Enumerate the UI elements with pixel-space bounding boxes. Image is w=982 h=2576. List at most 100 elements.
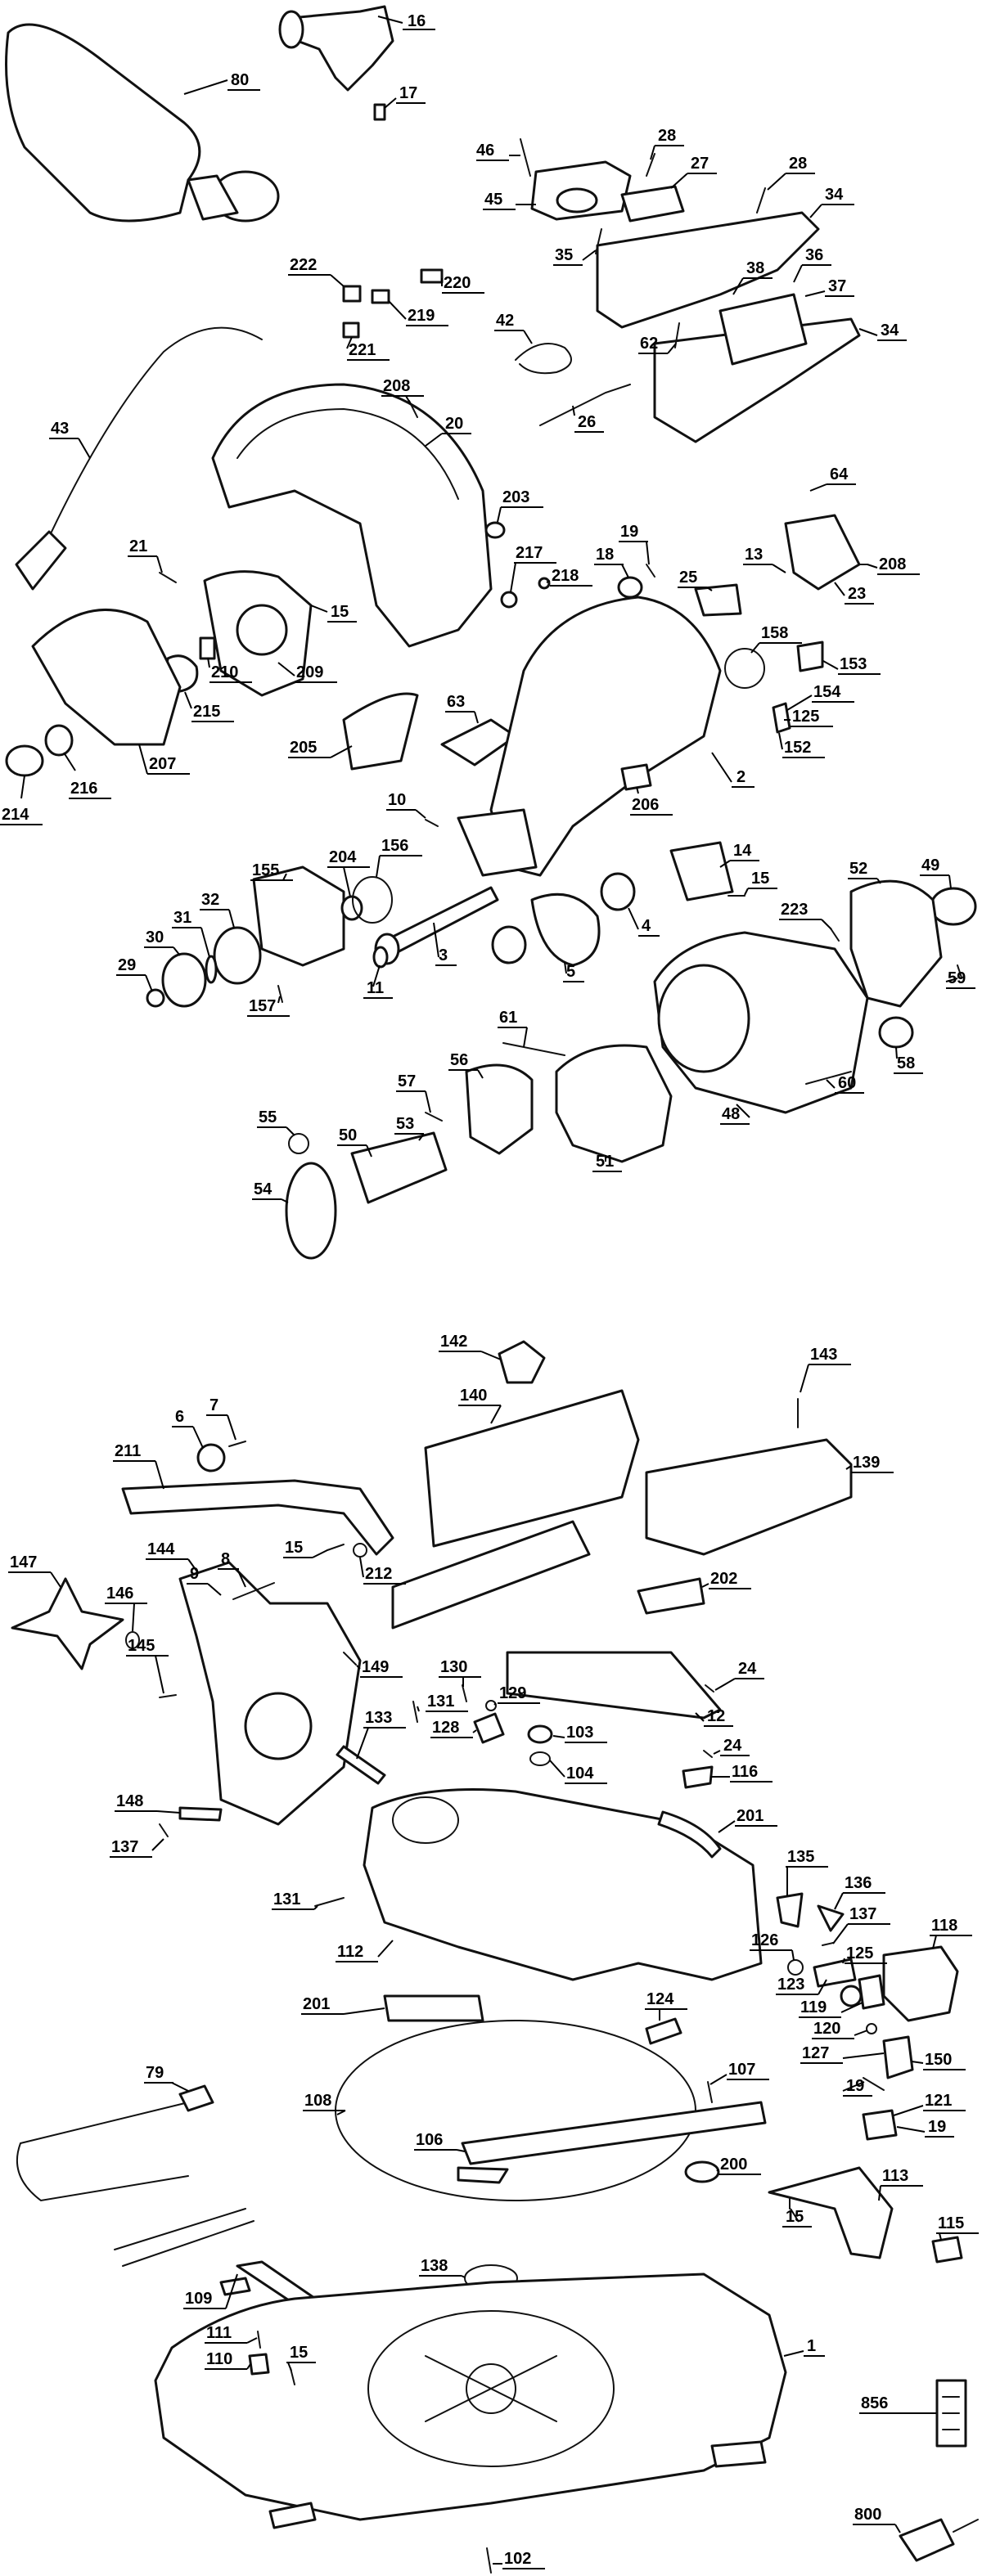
label-156: 156	[381, 837, 408, 855]
callout-34a: 34	[809, 186, 854, 218]
callout-126: 126	[750, 1931, 795, 1961]
label-137-left: 137	[111, 1838, 138, 1856]
callout-54: 54	[252, 1180, 289, 1203]
callout-136: 136	[834, 1874, 885, 1910]
callout-16: 16	[377, 12, 435, 30]
callout-124: 124	[645, 1990, 687, 2021]
callout-109: 109	[183, 2273, 238, 2309]
callout-28b: 28	[767, 155, 815, 191]
callout-63: 63	[445, 693, 479, 724]
label-108: 108	[304, 2092, 331, 2110]
label-30: 30	[146, 928, 164, 946]
label-43: 43	[51, 420, 69, 438]
callout-145: 145	[126, 1637, 169, 1694]
label-113: 113	[882, 2167, 908, 2185]
label-61: 61	[499, 1009, 517, 1027]
callout-3: 3	[433, 922, 457, 966]
label-136: 136	[845, 1874, 872, 1892]
label-16: 16	[408, 12, 426, 30]
callout-15d: 15	[782, 2208, 812, 2228]
callout-152: 152	[778, 732, 825, 758]
callout-158: 158	[750, 624, 802, 654]
callout-26: 26	[572, 405, 604, 433]
callout-43: 43	[49, 420, 91, 459]
callout-15a: 15	[310, 603, 357, 623]
callout-52: 52	[848, 860, 881, 884]
callout-202: 202	[701, 1570, 751, 1589]
callout-28a: 28	[650, 127, 684, 160]
label-207: 207	[149, 755, 176, 773]
label-150: 150	[925, 2051, 952, 2069]
label-130: 130	[440, 1658, 467, 1676]
callout-25: 25	[678, 569, 713, 591]
label-10: 10	[388, 791, 406, 809]
label-46: 46	[476, 142, 494, 160]
label-147: 147	[10, 1553, 37, 1571]
callout-214: 214	[0, 775, 43, 825]
label-110: 110	[206, 2350, 232, 2368]
label-79: 79	[146, 2064, 164, 2082]
label-19-upper: 19	[620, 523, 638, 541]
label-140: 140	[460, 1387, 487, 1405]
callout-212: 212	[359, 1557, 406, 1585]
label-34-lower: 34	[881, 321, 899, 339]
callout-17: 17	[384, 84, 426, 109]
callout-53: 53	[394, 1115, 425, 1141]
label-123: 123	[777, 1976, 804, 1994]
callout-150: 150	[911, 2051, 966, 2070]
label-128: 128	[432, 1719, 459, 1737]
label-9: 9	[190, 1565, 199, 1583]
label-153: 153	[840, 655, 867, 673]
label-27: 27	[691, 155, 709, 173]
callout-140: 140	[458, 1387, 502, 1424]
callout-21: 21	[128, 537, 163, 573]
callouts: 16 80 17 46 28 27 28 45 34 35 222 220 21…	[0, 12, 979, 2569]
label-145: 145	[128, 1637, 155, 1655]
label-57: 57	[398, 1072, 416, 1090]
label-25: 25	[679, 569, 697, 587]
label-106: 106	[416, 2131, 443, 2149]
label-220: 220	[444, 274, 471, 292]
callout-45: 45	[483, 191, 536, 210]
callout-204: 204	[327, 848, 370, 897]
callout-137a: 137	[110, 1838, 164, 1858]
label-18: 18	[596, 546, 614, 564]
label-24-lower: 24	[723, 1737, 742, 1755]
label-131-upper: 131	[427, 1693, 454, 1711]
part-drawings	[5, 5, 979, 2574]
label-133: 133	[365, 1709, 392, 1727]
callout-55: 55	[257, 1108, 295, 1136]
callout-121: 121	[893, 2092, 966, 2116]
label-6: 6	[175, 1408, 184, 1426]
callout-34b: 34	[858, 321, 907, 341]
callout-61: 61	[498, 1009, 528, 1048]
label-216: 216	[70, 780, 97, 798]
label-217: 217	[516, 544, 543, 562]
label-4: 4	[642, 917, 651, 935]
callout-157: 157	[247, 996, 290, 1017]
label-54: 54	[254, 1180, 273, 1198]
label-28-right: 28	[789, 155, 807, 173]
label-112: 112	[337, 1943, 363, 1961]
label-60: 60	[838, 1074, 856, 1092]
callout-57: 57	[396, 1072, 431, 1113]
label-208-right: 208	[879, 555, 906, 573]
label-143: 143	[810, 1346, 837, 1364]
label-222: 222	[290, 256, 317, 274]
callout-223: 223	[779, 901, 832, 930]
callout-154: 154	[786, 683, 854, 711]
label-204: 204	[329, 848, 357, 866]
label-2: 2	[736, 768, 746, 786]
callout-219: 219	[388, 300, 448, 326]
callout-1: 1	[783, 2337, 825, 2357]
callout-211: 211	[113, 1442, 164, 1490]
label-62: 62	[640, 335, 658, 353]
callout-129: 129	[493, 1684, 540, 1706]
label-58: 58	[897, 1054, 915, 1072]
callout-102: 102	[493, 2550, 545, 2569]
callout-131b: 131	[272, 1890, 318, 1910]
callout-19b: 19	[842, 2077, 872, 2097]
callout-208a: 208	[381, 377, 424, 405]
callout-64: 64	[809, 465, 856, 492]
